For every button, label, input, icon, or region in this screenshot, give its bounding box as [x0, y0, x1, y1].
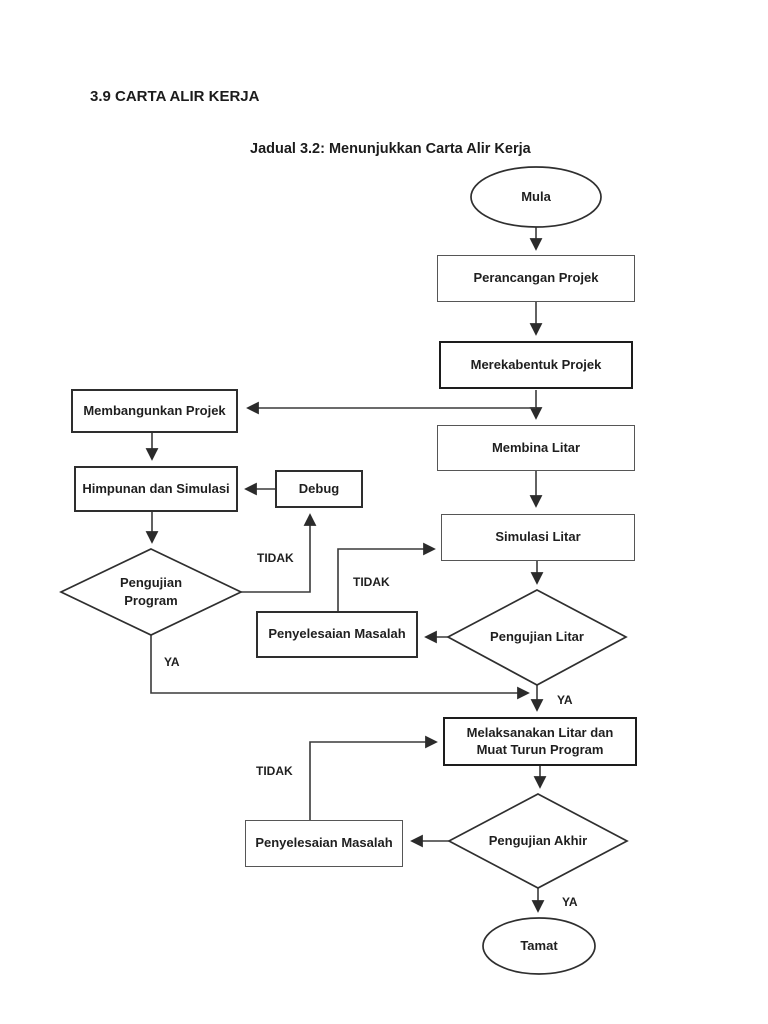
edge-pengujian-program-ya-join	[150, 635, 530, 700]
decision-pengujian-litar-shape	[446, 589, 628, 686]
edge-label-tidak-akhir: TIDAK	[256, 764, 293, 778]
process-label: Perancangan Projek	[473, 270, 599, 286]
process-label: Membina Litar	[491, 439, 581, 455]
terminator-tamat-shape	[482, 917, 596, 975]
process-label: Himpunan dan Simulasi	[82, 480, 230, 496]
process-himpunan-dan-simulasi: Himpunan dan Simulasi	[74, 466, 238, 512]
process-label: Penyelesaian Masalah	[255, 835, 393, 851]
process-label: Merekabentuk Projek	[470, 356, 602, 372]
process-penyelesaian-masalah-1: Penyelesaian Masalah	[256, 611, 418, 658]
process-label: Simulasi Litar	[495, 529, 581, 545]
process-debug: Debug	[275, 470, 363, 508]
decision-pengujian-program-shape	[59, 548, 243, 636]
edge-label-ya-litar: YA	[557, 693, 573, 707]
process-label: Melaksanakan Litar dan Muat Turun Progra…	[466, 724, 614, 757]
process-membangunkan-projek: Membangunkan Projek	[71, 389, 238, 433]
process-melaksanakan-litar: Melaksanakan Litar dan Muat Turun Progra…	[443, 717, 637, 766]
process-label: Penyelesaian Masalah	[268, 626, 406, 642]
edge-label-tidak-program: TIDAK	[257, 551, 294, 565]
process-label: Membangunkan Projek	[83, 402, 226, 418]
edge-penyelesaian1-simulasi	[337, 542, 436, 611]
process-label: Debug	[298, 480, 340, 496]
terminator-mula-shape	[470, 166, 602, 228]
edge-pengujian-program-tidak-debug	[241, 513, 317, 593]
process-perancangan-projek: Perancangan Projek	[437, 255, 635, 302]
edge-label-tidak-litar: TIDAK	[353, 575, 390, 589]
figure-caption: Jadual 3.2: Menunjukkan Carta Alir Kerja	[250, 141, 531, 157]
process-penyelesaian-masalah-2: Penyelesaian Masalah	[245, 820, 403, 867]
edge-penyelesaian2-melaksanakan	[309, 735, 438, 820]
process-simulasi-litar: Simulasi Litar	[441, 514, 635, 561]
process-merekabentuk-projek: Merekabentuk Projek	[439, 341, 633, 389]
decision-pengujian-akhir-shape	[447, 793, 629, 889]
process-membina-litar: Membina Litar	[437, 425, 635, 471]
section-heading: 3.9 CARTA ALIR KERJA	[90, 88, 260, 105]
edge-label-ya-akhir: YA	[562, 895, 578, 909]
edge-label-ya-program: YA	[164, 655, 180, 669]
